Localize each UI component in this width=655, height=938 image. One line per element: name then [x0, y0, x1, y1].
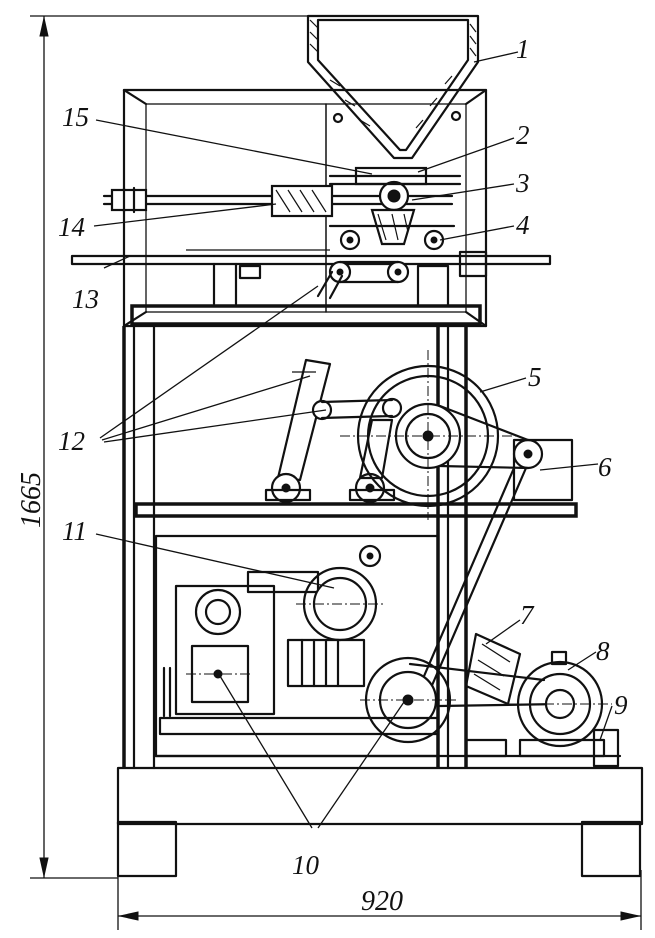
dimension-width: 920	[117, 870, 642, 930]
callout-14: 14	[58, 212, 85, 242]
callout-4: 4	[516, 210, 530, 240]
feeder-assembly	[102, 166, 462, 251]
hopper-icon	[306, 14, 480, 160]
slide-table	[70, 249, 552, 308]
callout-15: 15	[62, 102, 89, 132]
leader-lines	[93, 51, 613, 829]
callout-2: 2	[516, 120, 530, 150]
height-dimension-label: 1665	[16, 472, 47, 528]
frame-icon	[116, 324, 644, 878]
callout-7: 7	[520, 600, 535, 630]
pump-icon	[154, 534, 456, 758]
callout-5: 5	[528, 362, 542, 392]
pulley-icon	[340, 350, 574, 520]
width-dimension-label: 920	[361, 886, 403, 917]
lever-icon	[264, 270, 403, 504]
callout-12: 12	[58, 426, 85, 456]
callout-10: 10	[292, 850, 320, 880]
callout-9: 9	[614, 690, 628, 720]
callout-11: 11	[62, 516, 87, 546]
dimension-height: 1665	[16, 15, 310, 879]
callouts: 1 2 3 4 5 6 7 8 9 10 11 12 13 14 15	[58, 34, 628, 880]
callout-1: 1	[516, 34, 530, 64]
callout-6: 6	[598, 452, 612, 482]
callout-13: 13	[72, 284, 99, 314]
callout-8: 8	[596, 636, 610, 666]
motor-icon	[464, 632, 620, 768]
callout-3: 3	[515, 168, 530, 198]
